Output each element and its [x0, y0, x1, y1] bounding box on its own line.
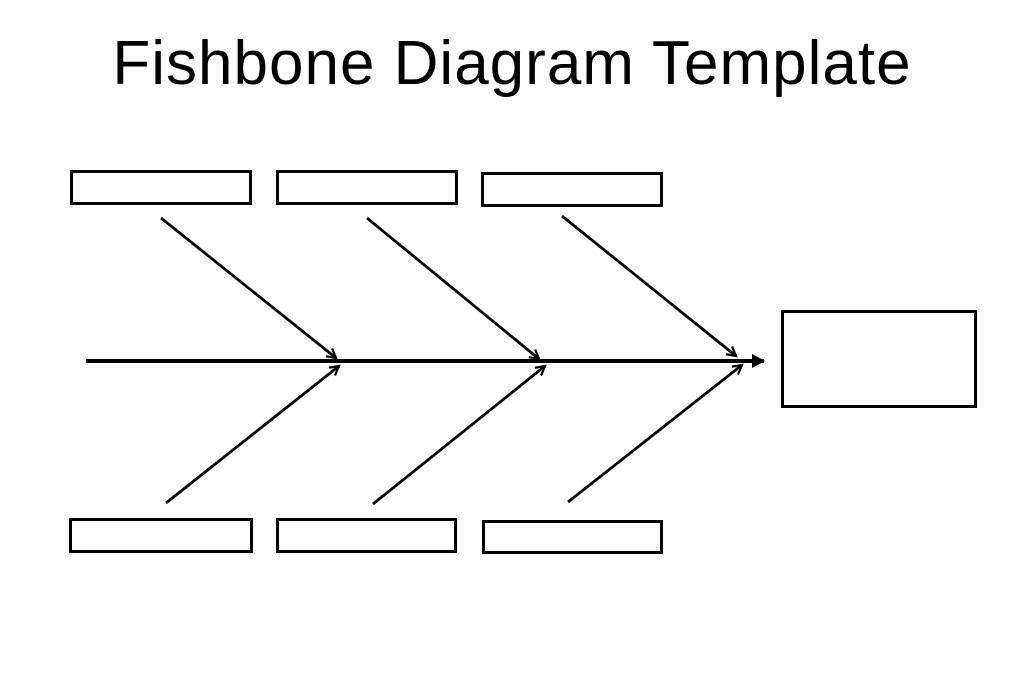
rib-arrow-bottom-1 — [165, 364, 341, 505]
cause-box-top-1 — [70, 170, 252, 205]
rib-arrow-bottom-2 — [372, 364, 547, 506]
page-title: Fishbone Diagram Template — [112, 29, 912, 98]
cause-box-top-2 — [276, 170, 458, 205]
rib-arrow-top-3 — [561, 214, 738, 358]
rib-arrow-bottom-3 — [567, 363, 744, 504]
cause-box-bottom-1 — [69, 518, 253, 553]
cause-box-top-3 — [481, 172, 663, 207]
cause-box-bottom-3 — [482, 520, 663, 554]
rib-arrow-top-2 — [366, 216, 541, 361]
rib-arrow-top-1 — [160, 216, 338, 360]
cause-box-bottom-2 — [276, 518, 457, 553]
effect-box — [781, 310, 977, 408]
